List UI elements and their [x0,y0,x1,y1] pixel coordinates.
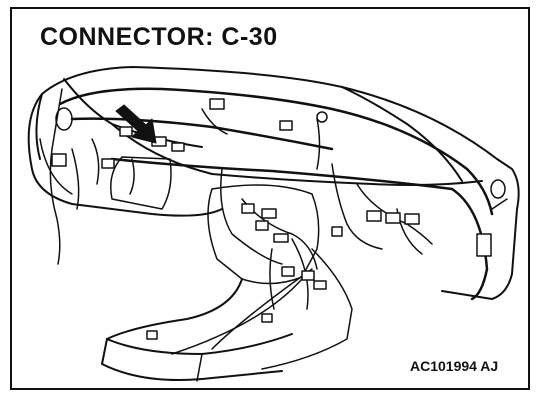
main-harness [58,87,494,301]
center-console [101,184,353,382]
connector-title: CONNECTOR: C-30 [40,23,278,51]
round-components [55,107,506,199]
dashboard-outline [27,66,520,300]
left-panel [39,138,172,210]
arrow-icon [115,104,157,144]
connectors [51,98,492,340]
figure-code: AC101994 AJ [410,358,499,374]
dashboard-harness-illustration [27,66,520,382]
diagram-frame: CONNECTOR: C-30 [10,7,530,390]
